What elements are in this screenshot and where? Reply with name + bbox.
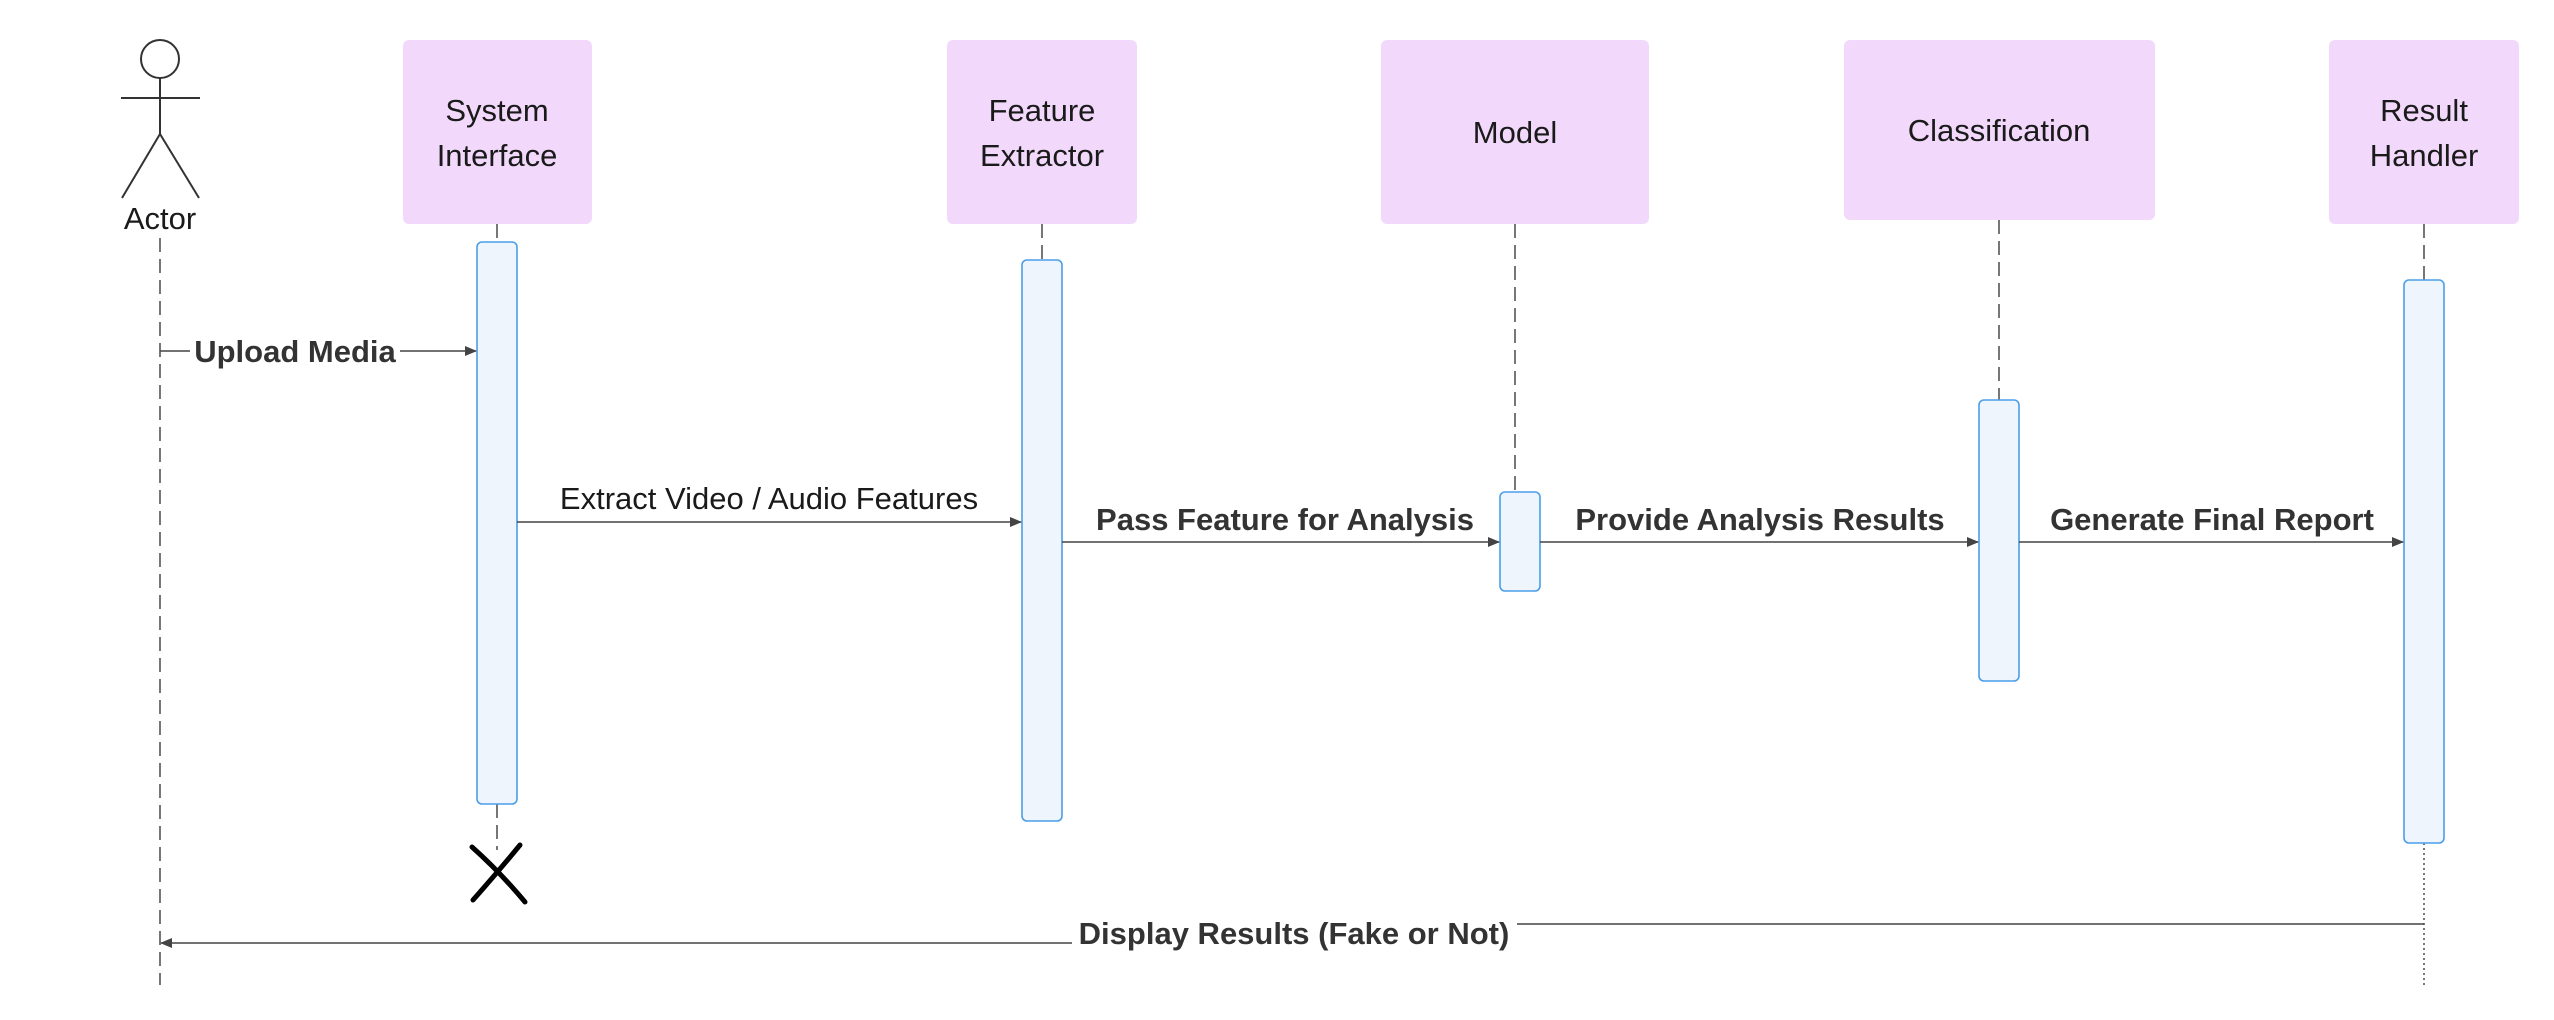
participant-system-interface: System Interface — [403, 40, 592, 224]
stick-figure-icon — [121, 39, 200, 199]
activation-bar-model — [1499, 491, 1541, 592]
participant-label-line: Classification — [1908, 113, 2091, 148]
label-bg — [1072, 917, 1517, 955]
participant-box — [947, 40, 1137, 224]
participant-box — [403, 40, 592, 224]
participant-label-line: Interface — [437, 138, 558, 173]
message-display-results: Display Results (Fake or Not) — [160, 916, 2424, 955]
participant-model: Model — [1381, 40, 1649, 224]
participant-label-line: Result — [2380, 93, 2468, 128]
activation-bar-feature-extractor — [1021, 259, 1063, 822]
participant-label-line: Model — [1473, 115, 1557, 150]
participant-label-line: Feature — [989, 93, 1096, 128]
message-extract-features: Extract Video / Audio Features — [517, 481, 1022, 527]
destroy-x-icon — [469, 842, 528, 905]
message-label: Extract Video / Audio Features — [560, 481, 978, 516]
message-upload-media: Upload Media — [160, 332, 477, 370]
message-label: Upload Media — [194, 334, 396, 369]
activation-bar-classification — [1978, 399, 2020, 682]
message-provide-results: Provide Analysis Results — [1540, 502, 1979, 547]
actor: Actor — [121, 39, 200, 236]
lifelines — [159, 220, 2425, 985]
activation-bar-result-handler — [2403, 279, 2445, 844]
message-label: Provide Analysis Results — [1575, 502, 1944, 537]
activation-bars — [476, 241, 2445, 844]
participant-classification: Classification — [1844, 40, 2155, 220]
activation-bar-system-interface — [476, 241, 518, 805]
message-label: Generate Final Report — [2050, 502, 2374, 537]
message-label: Pass Feature for Analysis — [1096, 502, 1474, 537]
participant-box — [2329, 40, 2519, 224]
participant-result-handler: Result Handler — [2329, 40, 2519, 224]
message-pass-feature: Pass Feature for Analysis — [1062, 502, 1500, 547]
label-bg — [190, 332, 400, 370]
participant-label-line: Extractor — [980, 138, 1104, 173]
participant-box — [1381, 40, 1649, 224]
message-generate-report: Generate Final Report — [2019, 502, 2404, 547]
participant-box — [1844, 40, 2155, 220]
participant-label-line: System — [445, 93, 548, 128]
actor-label: Actor — [124, 201, 196, 236]
participant-label-line: Handler — [2370, 138, 2479, 173]
participant-feature-extractor: Feature Extractor — [947, 40, 1137, 224]
message-label: Display Results (Fake or Not) — [1079, 916, 1510, 951]
